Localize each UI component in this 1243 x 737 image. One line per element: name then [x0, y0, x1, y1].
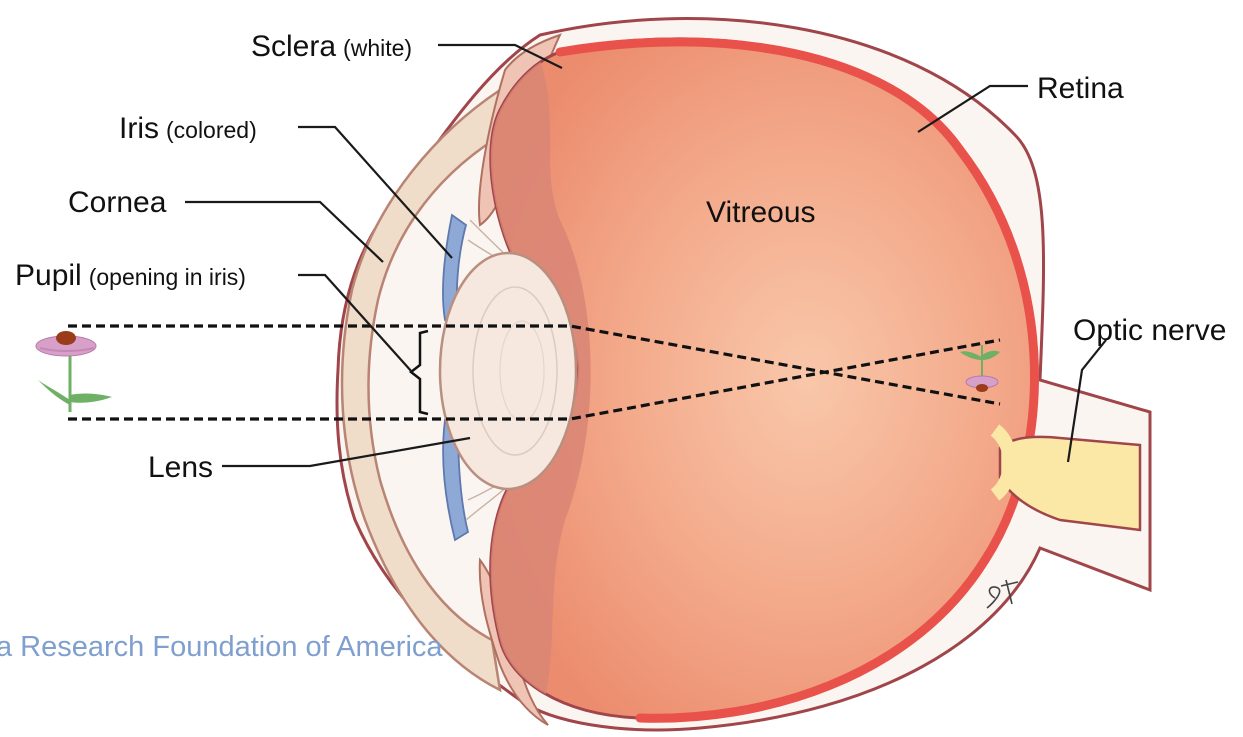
cornea-leader [185, 202, 383, 262]
label-lens: Lens [148, 451, 213, 484]
flower-object-icon [36, 331, 112, 412]
label-retina: Retina [1037, 72, 1124, 105]
label-iris: Iris(colored) [119, 112, 257, 145]
label-pupil: Pupil(opening in iris) [15, 259, 246, 292]
label-optic-nerve: Optic nerve [1073, 314, 1226, 347]
label-cornea: Cornea [68, 186, 167, 219]
credit-text: a Research Foundation of America [0, 631, 443, 663]
label-sclera: Sclera(white) [251, 30, 412, 63]
label-vitreous: Vitreous [706, 196, 816, 229]
